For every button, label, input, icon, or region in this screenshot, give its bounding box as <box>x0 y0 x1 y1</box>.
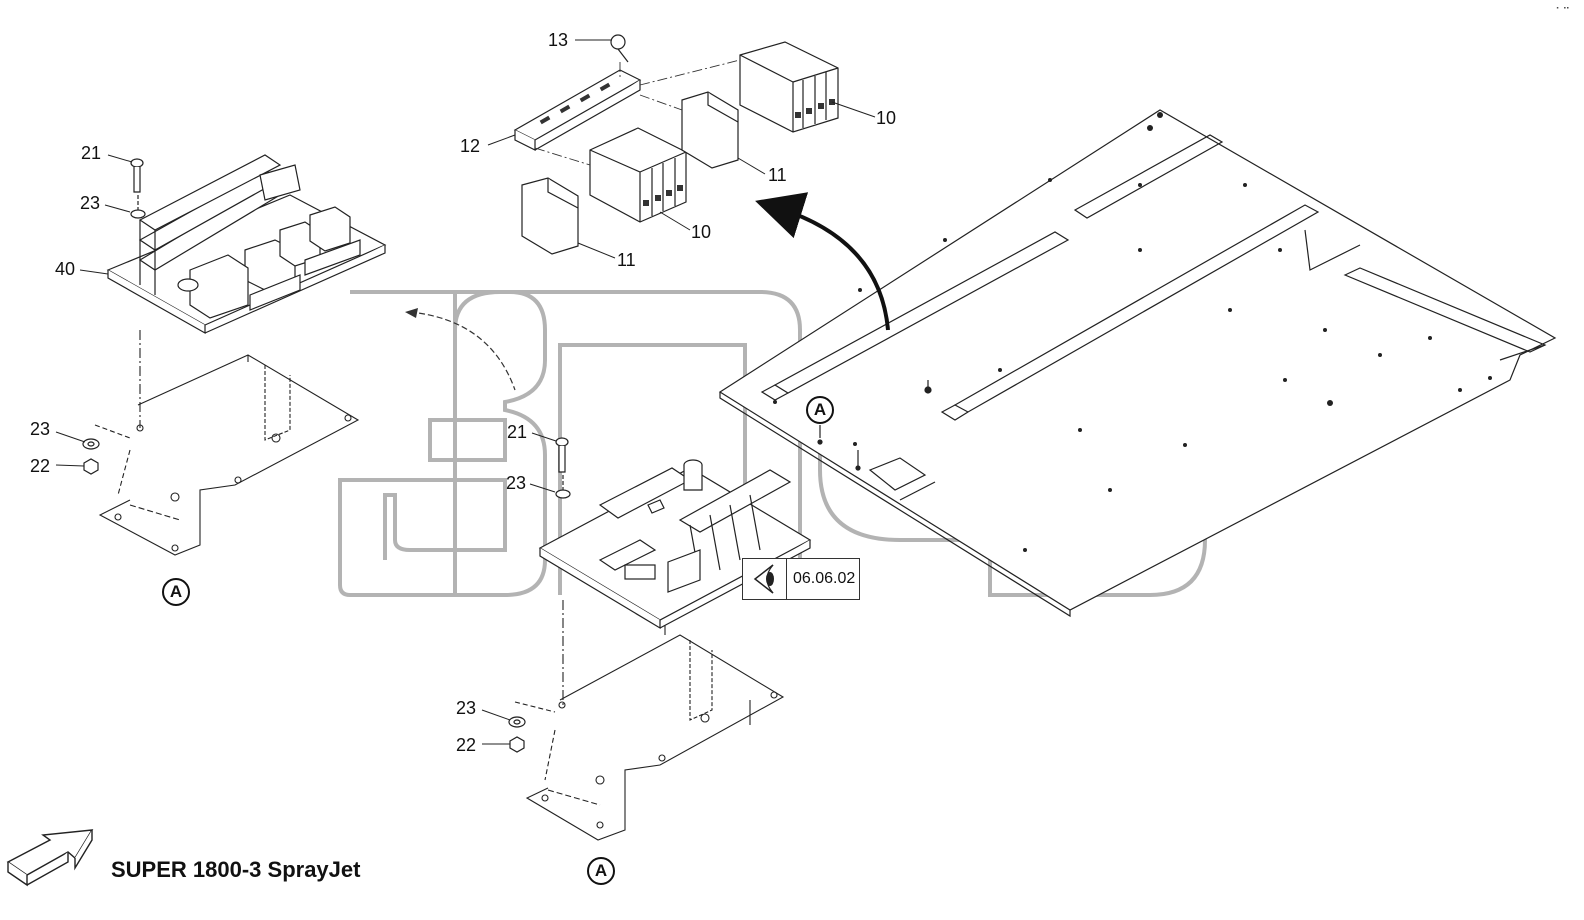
reference-box[interactable]: 06.06.02 <box>742 558 860 600</box>
callout-11-top: 11 <box>768 165 787 185</box>
direction-arrow <box>6 829 94 887</box>
eye-icon <box>743 559 787 599</box>
washer-nut-left <box>82 438 100 475</box>
callout-23-left-top: 23 <box>80 193 101 213</box>
bracket-left <box>94 330 360 556</box>
view-marker-a-plate: A <box>806 396 834 424</box>
chassis-plate <box>718 109 1557 618</box>
diagram-title: SUPER 1800-3 SprayJet <box>111 857 361 882</box>
screw-washer-center <box>555 437 571 499</box>
callout-10-top: 10 <box>876 108 897 128</box>
callout-10-mid: 10 <box>691 222 712 242</box>
callout-22-left: 22 <box>30 456 51 476</box>
dashed-curve-arrow <box>409 311 516 391</box>
reference-number: 06.06.02 <box>793 570 856 587</box>
callout-23-left-bottom: 23 <box>30 419 51 439</box>
pcb-40 <box>106 154 387 335</box>
leader-lines <box>55 39 876 745</box>
callout-21-center: 21 <box>507 422 528 442</box>
callout-11-mid: 11 <box>617 250 636 270</box>
callout-40: 40 <box>55 259 76 279</box>
callout-12: 12 <box>460 136 481 156</box>
callout-21-left: 21 <box>81 143 102 163</box>
corner-mark: ⠂⠒ <box>1555 4 1570 15</box>
pcb-center <box>538 459 812 630</box>
callout-23-center-top: 23 <box>506 473 527 493</box>
callout-22-center: 22 <box>456 735 477 755</box>
relay-assembly <box>513 34 839 255</box>
curved-arrow <box>755 192 890 331</box>
view-marker-a-center: A <box>587 857 615 885</box>
view-marker-a-left: A <box>162 578 190 606</box>
screw-washer-left <box>130 158 146 219</box>
washer-nut-center <box>508 716 526 753</box>
bracket-center <box>514 600 785 841</box>
callout-13: 13 <box>548 30 569 50</box>
callout-23-center-bottom: 23 <box>456 698 477 718</box>
